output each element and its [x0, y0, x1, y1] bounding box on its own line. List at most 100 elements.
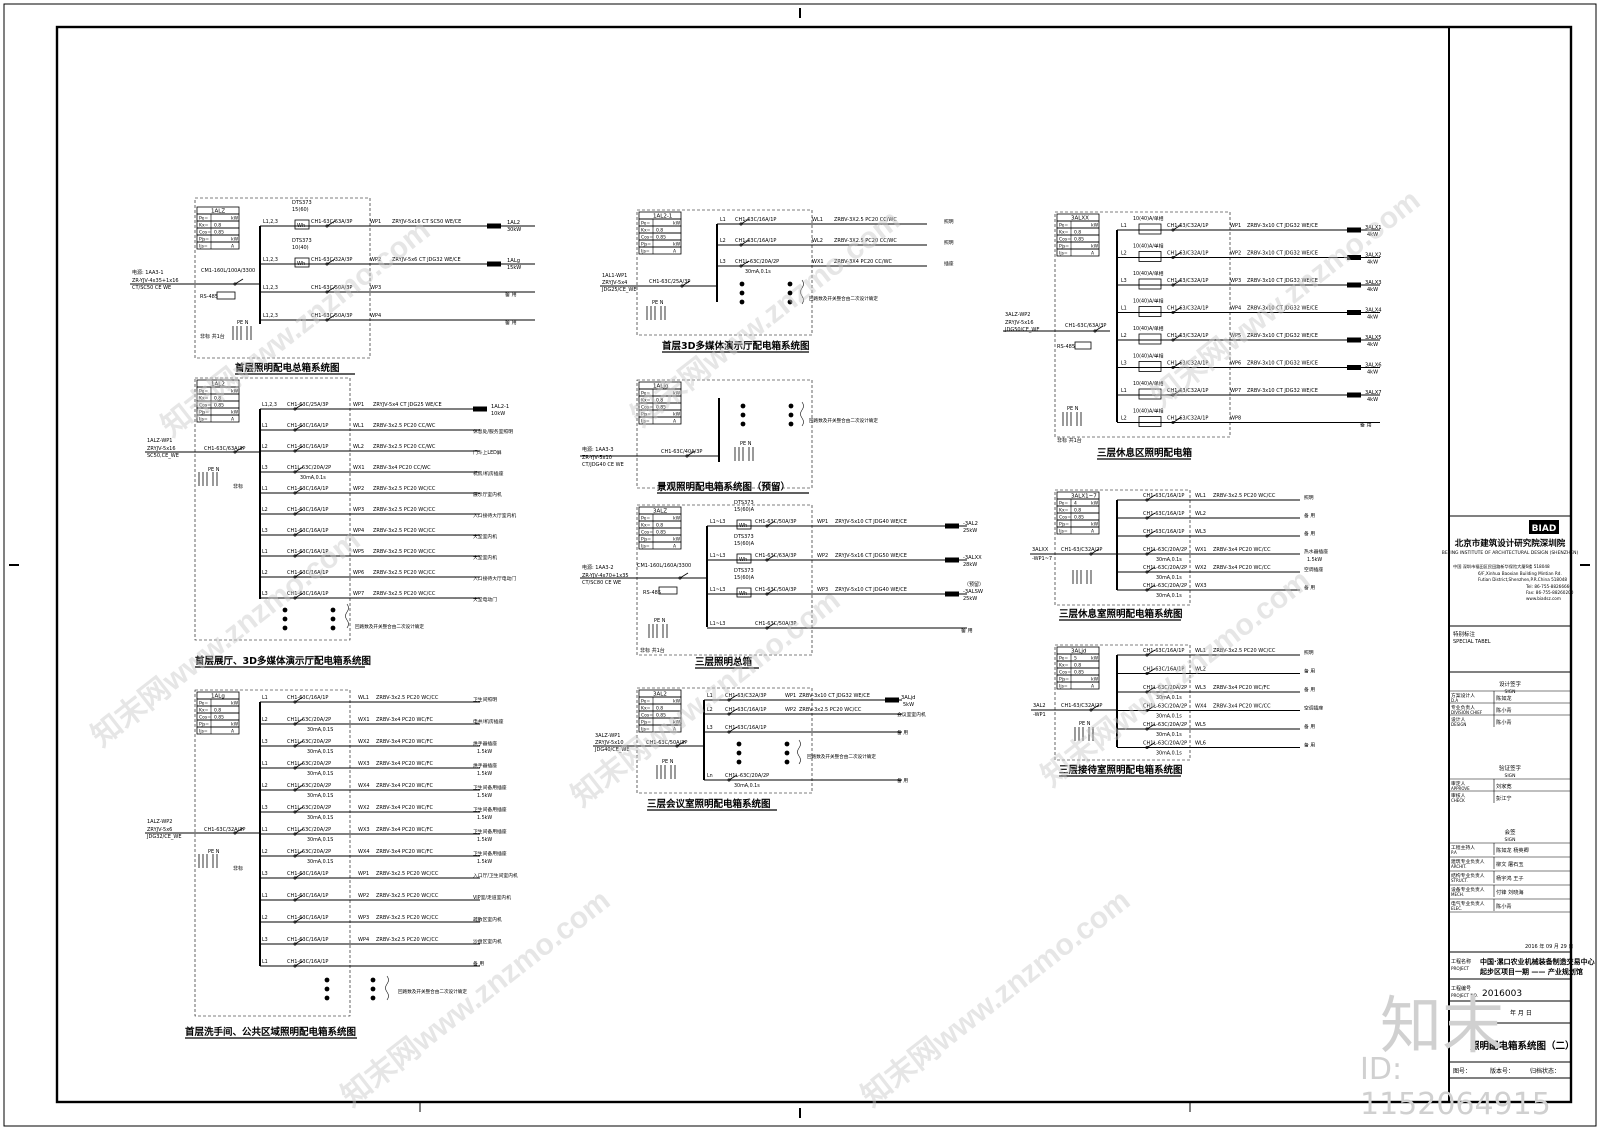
phase-label: L1,2,3: [262, 402, 277, 408]
table-3ALjd-row: [1056, 681, 1100, 690]
table-3ALZ-unit: A: [673, 544, 677, 550]
branch-breaker: [740, 218, 750, 225]
branch-breaker-label: CH1-63C/16A/1P: [1143, 529, 1184, 535]
circuit-cable: ZRBV-3x10 CT JDG32 WE/CE: [1247, 333, 1318, 339]
circuit-no: WL1: [812, 217, 823, 223]
branch-breaker-pivot: [293, 744, 297, 748]
circuit-cable: ZRBV-3x2.5 PC20 WC/CC: [376, 695, 439, 701]
branch-breaker-label: CH1-63C/16A/1P: [287, 549, 328, 555]
phase-label: L2: [262, 717, 268, 723]
branch-breaker-pivot: [1145, 498, 1149, 502]
branch-breaker: [326, 258, 336, 265]
table-1ALjg-key: Cos=: [641, 405, 653, 411]
panel-note: 非标 共1台: [640, 647, 665, 654]
table-3ALX-unit: A: [1091, 529, 1095, 535]
tb-row-name: 陈小青: [1496, 902, 1512, 910]
phase-label: L1: [262, 549, 268, 555]
phase-label: L3: [262, 528, 268, 534]
destination: 1AL2-1: [491, 404, 509, 410]
phase-label: L2: [262, 915, 268, 921]
phase-label: L3: [262, 465, 268, 471]
circuit-no: WL2: [353, 444, 364, 450]
destination: 3ALX3: [1365, 280, 1382, 286]
branch-breaker-pivot: [1171, 310, 1175, 314]
table-3ALX-row: [1056, 526, 1100, 535]
branch-breaker-label: CH1L-63C/20A/2P: [1143, 722, 1187, 728]
branch-breaker-pivot: [293, 722, 297, 726]
tb-row-role-en: P.A: [1451, 850, 1457, 855]
table-1AL2-1-key: Ijs=: [641, 249, 650, 255]
circuit-no: WP2: [1230, 251, 1241, 257]
continuation-dots: [736, 741, 742, 747]
table-1ALZ-key: Pe=: [199, 216, 208, 222]
load-kw: 4kW: [1367, 260, 1378, 266]
branch-breaker-pivot: [765, 524, 769, 528]
phase-label: L1: [262, 486, 268, 492]
rcd-label: 30mA,0.1s: [734, 783, 760, 789]
table-3ALX-key: Pe=: [1059, 501, 1068, 507]
load-kw: 1.5kW: [477, 749, 492, 755]
main-breaker-pivot: [675, 744, 679, 748]
destination: VIP室/走道室内机: [473, 894, 511, 901]
table-3ALXX-unit: kW: [1091, 244, 1099, 250]
title-1AL2: 首层展厅、3D多媒体演示厅配电箱系统图: [195, 655, 371, 667]
branch-breaker: [294, 740, 304, 747]
continuation-dots: [324, 995, 330, 1001]
branch-breaker: [740, 260, 750, 267]
company-name: 北京市建筑设计研究院深圳院: [1455, 538, 1566, 549]
feeder-label: 1ALZ-WP2: [147, 819, 172, 825]
main-breaker: [686, 450, 696, 457]
circuit-no: WP1: [817, 519, 828, 525]
table-1ALjg-key: Pjs=: [641, 412, 651, 418]
destination: 备 用: [1304, 742, 1315, 749]
branch-breaker: [1146, 584, 1156, 591]
branch-breaker: [326, 286, 336, 293]
circuit-cable: ZRBV-3x10 CT JDG32 WE/CE: [1247, 388, 1318, 394]
circuit-no: WX3: [358, 827, 370, 833]
load-kw: 25kW: [963, 596, 977, 602]
destination: 备 用: [1304, 584, 1315, 591]
branch-breaker-label: CH1-63C/16A/1P: [1143, 511, 1184, 517]
table-3ALZ-row: [638, 541, 682, 550]
circuit-no: WP3: [358, 915, 369, 921]
rcd-label: 30mA,0.1s: [300, 475, 326, 481]
branch-breaker: [294, 806, 304, 813]
branch-breaker-label: CH1-63C/16A/1P: [287, 423, 328, 429]
branch-breaker-pivot: [1145, 588, 1149, 592]
company-tel: Tel: 86-755-88266666: [1525, 584, 1572, 589]
panel-note: 非标 共1台: [1057, 437, 1082, 444]
table-1AL2-1-key: Pe=: [641, 221, 650, 227]
circuit-no: WX4: [358, 783, 370, 789]
destination: 卫生间照明: [473, 696, 497, 703]
pe-n-label: PE N: [237, 320, 249, 326]
circuit-cable: ZRYJV-5x16 CT SC50 WE/CE: [392, 219, 461, 225]
circuit-no: WL2: [812, 238, 823, 244]
branch-breaker-label: CH1-63C/50A/3P: [311, 285, 352, 291]
circuit-cable: ZRYJV-5x6 CT JDG32 WE/CE: [392, 257, 461, 263]
feeder-cable: ZR-YJV-4x35+1x16: [132, 278, 179, 284]
table-1ALjg-name: 1ALjg: [653, 384, 668, 390]
branch-breaker-pivot: [293, 854, 297, 858]
tb-row-name: 陈小青: [1496, 706, 1512, 714]
table-3ALZ-key: Cos=: [641, 530, 653, 536]
table-1ALZ-key: Pjs=: [199, 237, 209, 243]
rs485-label: RS-485: [1057, 344, 1075, 350]
feeder-label: 1AL1-WP1: [602, 273, 627, 279]
destination: -3ALXX: [963, 555, 982, 561]
branch-breaker-label: CH1-63C/16A/1P: [287, 937, 328, 943]
tb-row-role-en: MECH.: [1451, 892, 1464, 897]
table-1ALjg-unit: kW: [673, 391, 681, 397]
branch-breaker-pivot: [727, 778, 731, 782]
branch-breaker-label: CH1-63C/16A/1P: [725, 725, 766, 731]
main-breaker-pivot: [685, 454, 689, 458]
circuit-cable: ZRBV-3x2.5 PC20 WC/CC: [799, 707, 862, 713]
branch-breaker: [728, 726, 738, 733]
panel-3ALZ: [636, 504, 813, 656]
main-breaker-label: CH1-63C/63A/3P: [204, 446, 245, 452]
design-sign-label: 设计签字: [1499, 680, 1522, 688]
branch-breaker-pivot: [765, 592, 769, 596]
panel-3ALX: [1054, 489, 1191, 606]
tb-row-name: 付锋 刘晓海: [1496, 888, 1524, 896]
destination: 3ALjd: [901, 695, 915, 701]
